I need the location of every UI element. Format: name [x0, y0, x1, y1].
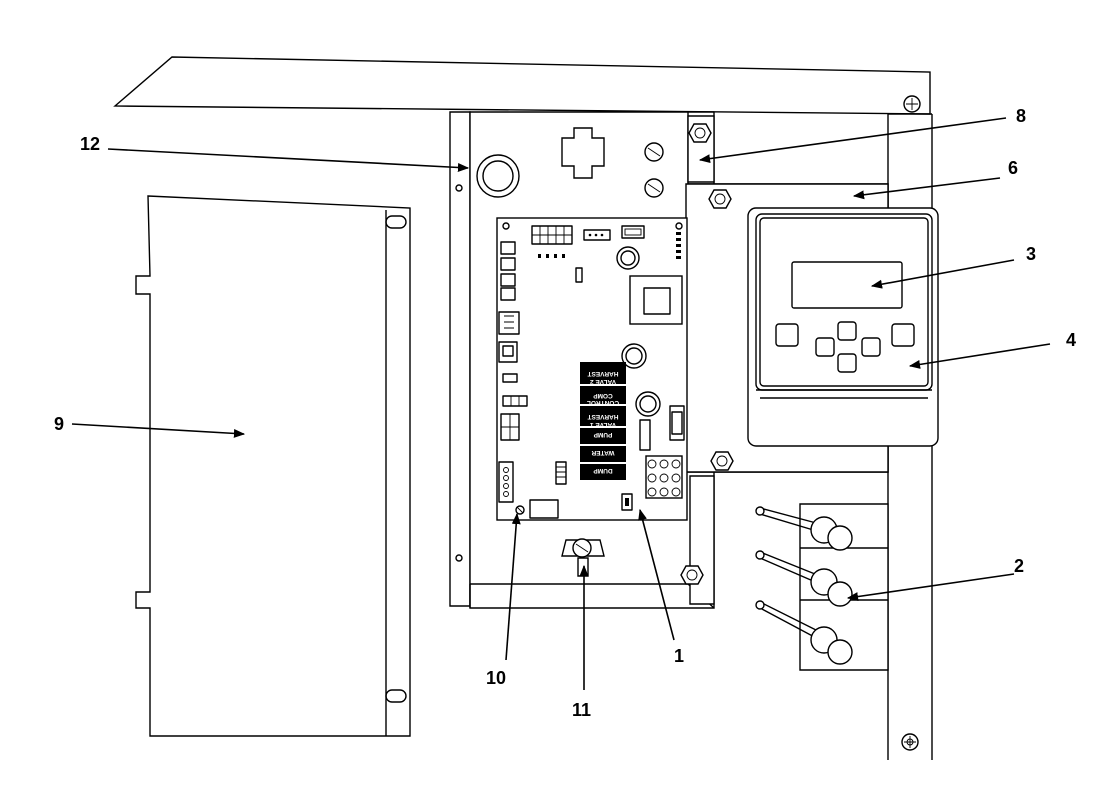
callout-1: 1 [674, 646, 684, 666]
display-keypad [775, 321, 915, 373]
grommet [476, 154, 520, 198]
backplate-screws [644, 142, 664, 198]
callout-leaders [71, 117, 1051, 690]
callout-2: 2 [1014, 556, 1024, 576]
callout-10: 10 [486, 668, 506, 688]
relay-label-line1: HARVEST [588, 413, 619, 420]
relay-label: WATER [591, 449, 614, 456]
relay-label: DUMP [593, 467, 613, 474]
cabinet-top-panel [113, 56, 931, 115]
relay-harvest-valve-1: HARVEST VALVE 1 [580, 406, 626, 428]
relay-comp-control: COMP CONTROL [580, 386, 626, 406]
callout-6: 6 [1008, 158, 1018, 178]
relay-label: PUMP [593, 431, 612, 438]
relay-label-line1: HARVEST [588, 370, 619, 377]
callout-9: 9 [54, 414, 64, 434]
callout-11: 11 [572, 700, 591, 720]
callout-8: 8 [1016, 106, 1026, 126]
relay-label-line2: VALVE 2 [590, 378, 617, 385]
relay-dump: DUMP [580, 464, 626, 480]
display-lcd-window [791, 261, 903, 309]
toggle-switches [755, 506, 853, 665]
callout-12: 12 [80, 134, 100, 154]
callout-3: 3 [1026, 244, 1036, 264]
cable-knockout [561, 127, 605, 179]
relay-label-line2: VALVE 1 [590, 421, 617, 428]
switch-bracket [680, 475, 889, 671]
relay-water: WATER [580, 446, 626, 462]
relay-harvest-valve-2: HARVEST VALVE 2 [580, 362, 626, 385]
relay-label-line2: CONTROL [587, 399, 619, 406]
callout-4: 4 [1066, 330, 1076, 350]
relay-label-line1: COMP [593, 392, 613, 399]
control-box-cover [135, 195, 411, 737]
relay-pump: PUMP [580, 428, 626, 444]
display-bracket [687, 115, 715, 183]
